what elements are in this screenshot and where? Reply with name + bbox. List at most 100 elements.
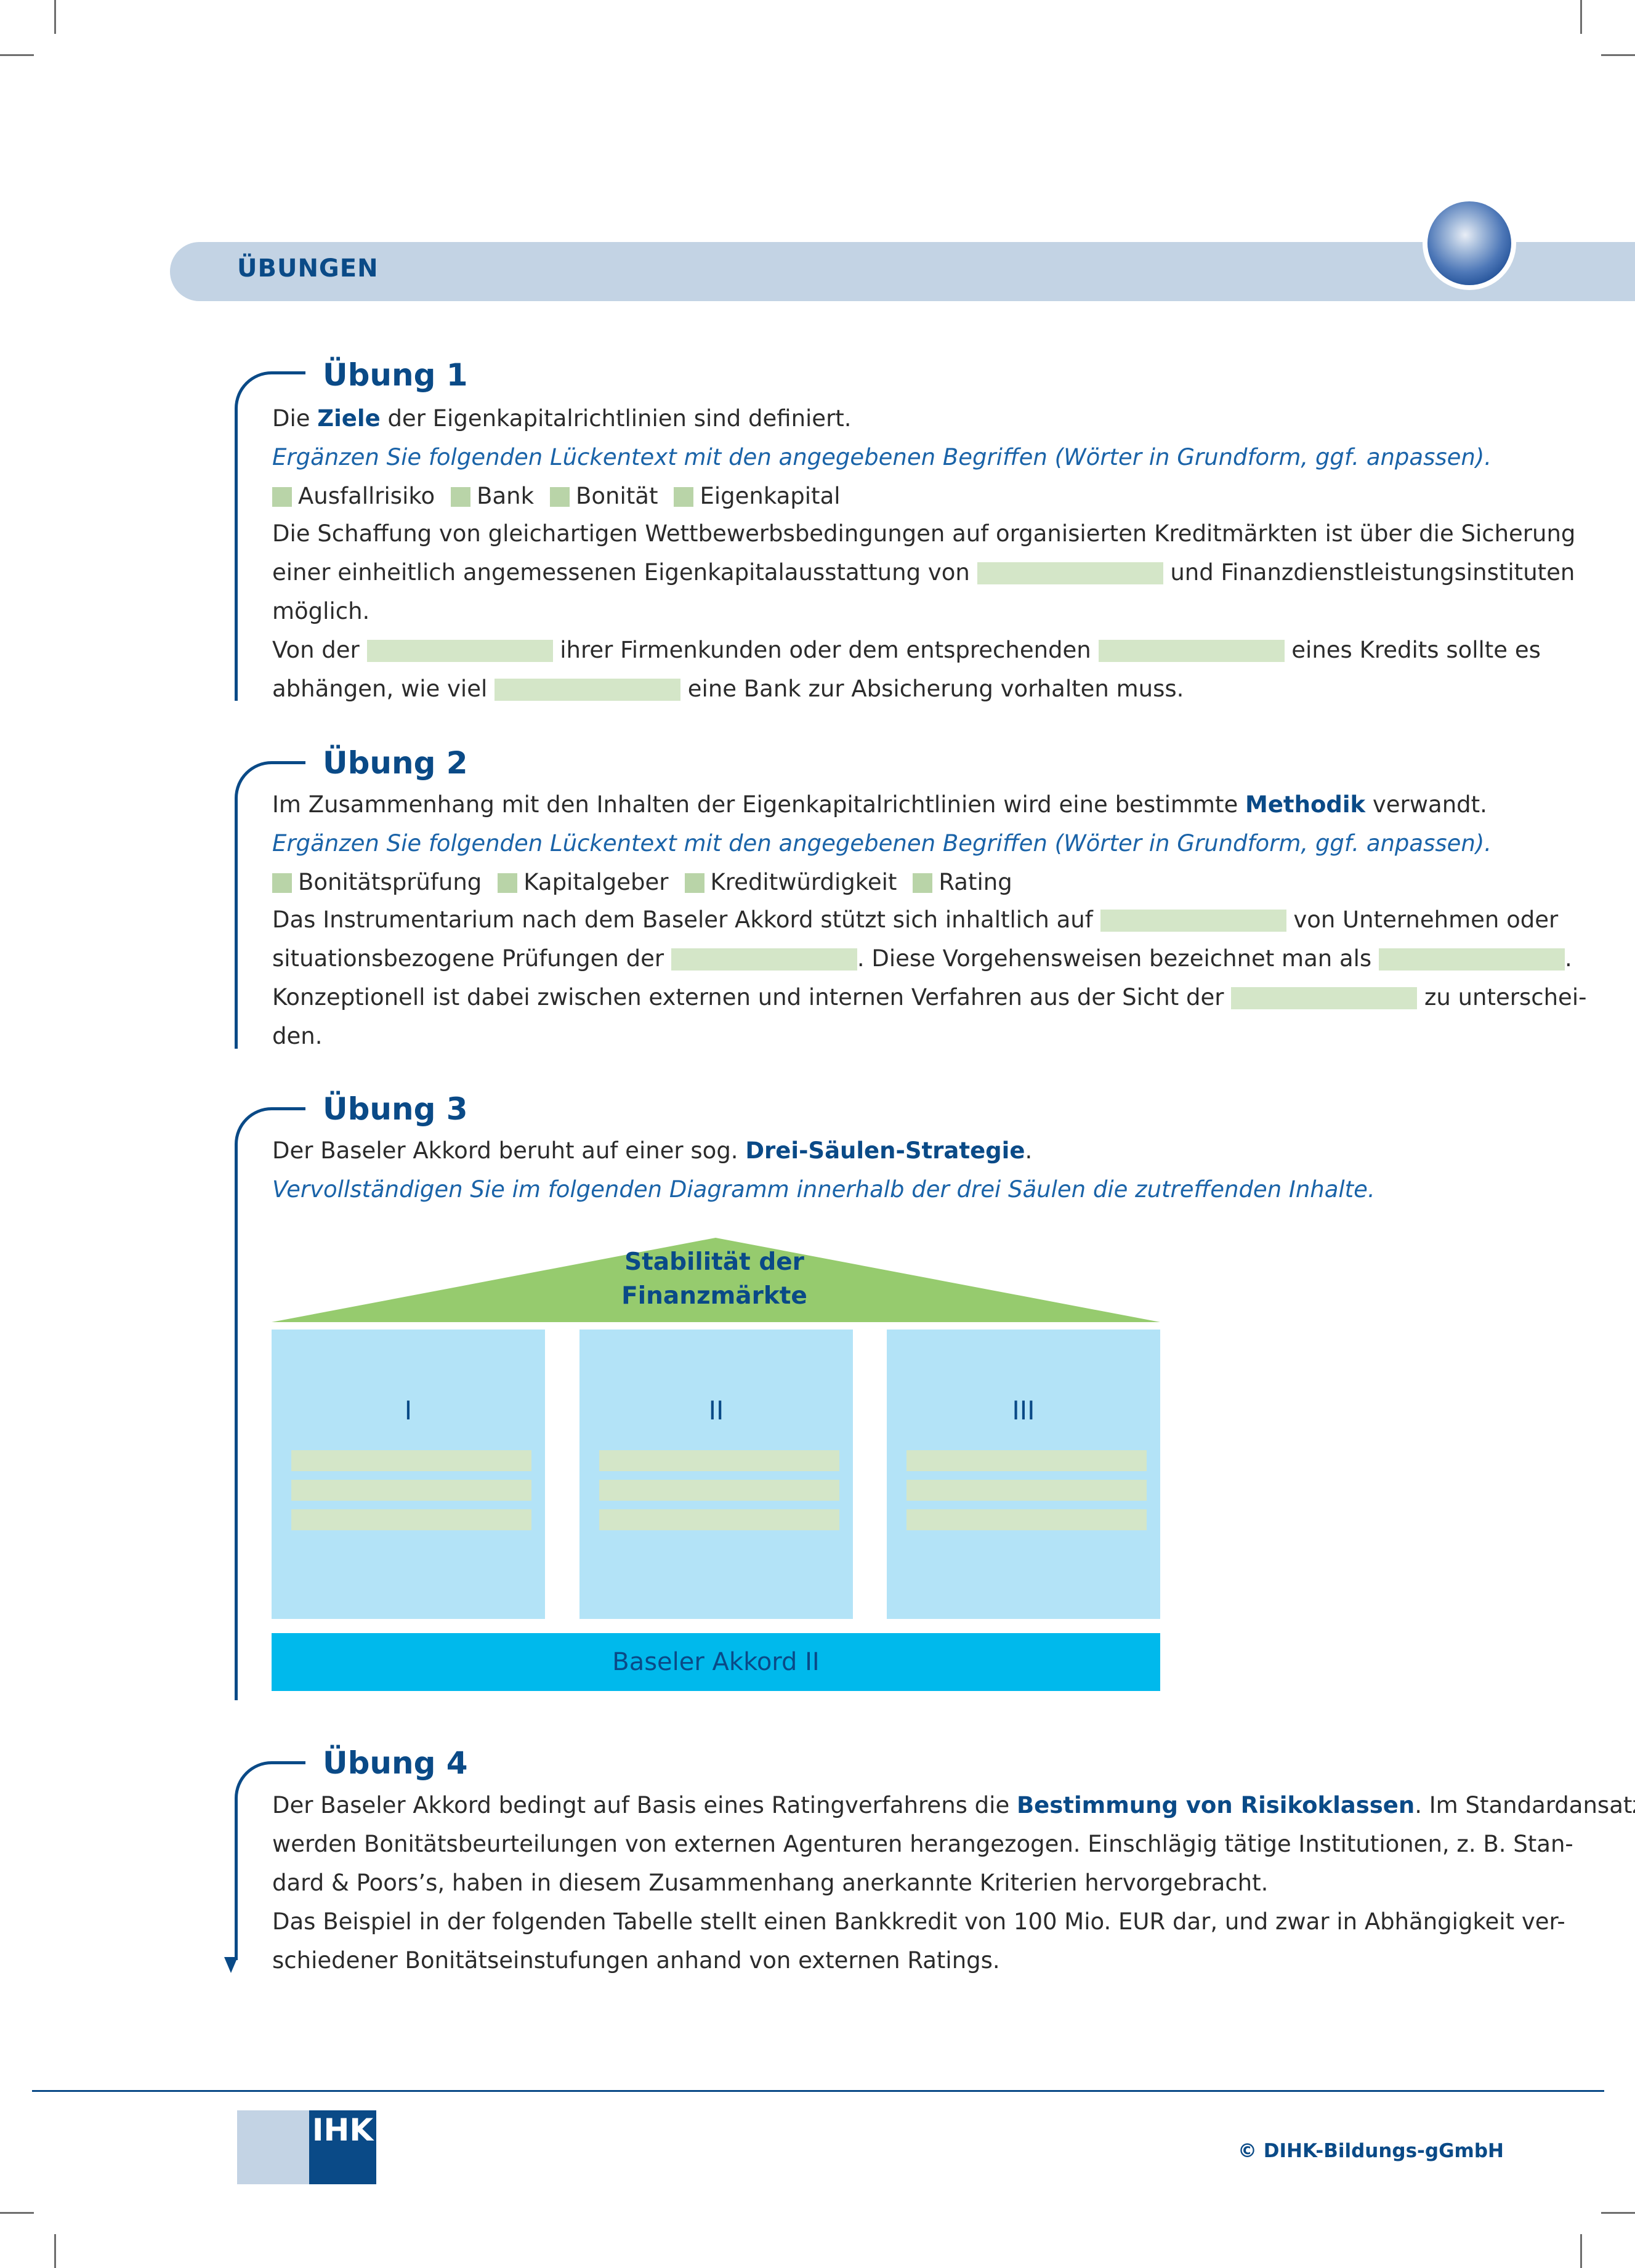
exercise-2-line: situationsbezogene Prüfungen der . Diese… — [272, 939, 1572, 978]
intro-keyword: Bestimmung von Risikoklassen — [1016, 1792, 1415, 1818]
term-chip: Bonitätsprüfung — [272, 869, 482, 895]
section-title: ÜBUNGEN — [237, 254, 379, 283]
ihk-logo-text: IHK — [309, 2110, 376, 2184]
crop-mark — [1601, 54, 1635, 56]
text-fragment: . Im Standardansatz — [1415, 1792, 1635, 1818]
exercise-2-intro: Im Zusammenhang mit den Inhalten der Eig… — [272, 785, 1487, 824]
exercise-4-line: Der Baseler Akkord bedingt auf Basis ein… — [272, 1786, 1635, 1825]
roof-label-line: Stabilität der — [624, 1248, 804, 1276]
text-fragment: abhängen, wie viel — [272, 676, 488, 702]
pillar-base: Baseler Akkord II — [272, 1633, 1160, 1691]
exercise-4-line: dard & Poors’s, haben in diesem Zusammen… — [272, 1870, 1269, 1896]
section-header-band — [170, 242, 1635, 301]
term-chip: Rating — [913, 869, 1012, 895]
intro-keyword: Methodik — [1245, 791, 1366, 818]
blank-field[interactable] — [906, 1480, 1147, 1501]
crop-mark — [0, 2212, 34, 2214]
term-label: Bonität — [576, 483, 658, 509]
text-fragment: und Finanzdienstleistungsinstituten — [1170, 559, 1575, 586]
pillar-1: I — [272, 1330, 545, 1619]
pillar-number: II — [708, 1395, 724, 1426]
blank-field[interactable] — [291, 1480, 531, 1501]
intro-text: Der Baseler Akkord beruht auf einer sog. — [272, 1137, 746, 1164]
exercise-3-intro: Der Baseler Akkord beruht auf einer sog.… — [272, 1131, 1032, 1170]
text-fragment: . Diese Vorgehensweisen bezeichnet man a… — [857, 945, 1372, 972]
term-label: Kreditwürdigkeit — [710, 869, 897, 895]
roof-triangle — [272, 1238, 1160, 1322]
text-fragment: eines Kredits sollte es — [1291, 637, 1541, 663]
term-chip: Kreditwürdigkeit — [684, 869, 897, 895]
text-fragment: . — [1564, 945, 1572, 972]
exercise-4-bracket — [235, 1761, 305, 1960]
exercise-4-line: schiedener Bonitätseinstufungen anhand v… — [272, 1947, 1000, 1974]
term-chip: Eigenkapital — [674, 483, 841, 509]
exercise-2-line: Das Instrumentarium nach dem Baseler Akk… — [272, 900, 1558, 939]
blank-field[interactable] — [1378, 948, 1565, 971]
blank-field[interactable] — [977, 562, 1163, 584]
copyright-notice: © DIHK-Bildungs-gGmbH — [1238, 2140, 1504, 2162]
text-fragment: Der Baseler Akkord bedingt auf Basis ein… — [272, 1792, 1017, 1818]
exercise-2-title: Übung 2 — [323, 745, 468, 781]
pillar-2: II — [579, 1330, 853, 1619]
exercise-1-line: Von der ihrer Firmenkunden oder dem ents… — [272, 631, 1541, 669]
roof-label-line: Finanzmärkte — [621, 1282, 807, 1310]
term-square-icon — [498, 873, 518, 893]
blank-field[interactable] — [671, 948, 857, 971]
term-label: Kapitalgeber — [523, 869, 669, 895]
crop-mark — [0, 54, 34, 56]
blank-field[interactable] — [599, 1509, 839, 1530]
text-fragment: Das Instrumentarium nach dem Baseler Akk… — [272, 906, 1093, 933]
blank-field[interactable] — [1098, 640, 1285, 662]
blank-field[interactable] — [366, 640, 553, 662]
exercise-2-instruction: Ergänzen Sie folgenden Lückentext mit de… — [272, 830, 1492, 857]
exercise-1-title: Übung 1 — [323, 357, 468, 393]
term-chip: Bank — [451, 483, 534, 509]
exercise-3-instruction: Vervollständigen Sie im folgenden Diagra… — [272, 1176, 1375, 1203]
exercise-3-title: Übung 3 — [323, 1091, 468, 1127]
blank-field[interactable] — [599, 1450, 839, 1471]
text-fragment: zu unterschei- — [1424, 984, 1587, 1011]
intro-text: der Eigenkapitalrichtlinien sind definie… — [380, 405, 852, 432]
blank-field[interactable] — [906, 1450, 1147, 1471]
term-square-icon — [451, 487, 471, 507]
term-chip: Bonität — [550, 483, 658, 509]
intro-text: verwandt. — [1365, 791, 1487, 818]
blank-field[interactable] — [906, 1509, 1147, 1530]
term-square-icon — [272, 873, 292, 893]
exercise-1-intro: Die Ziele der Eigenkapitalrichtlinien si… — [272, 399, 852, 438]
intro-text: . — [1025, 1137, 1033, 1164]
pillar-number: III — [1012, 1395, 1035, 1426]
term-label: Rating — [939, 869, 1012, 895]
blank-field[interactable] — [1231, 987, 1418, 1009]
term-chip: Kapitalgeber — [498, 869, 669, 895]
exercise-1-term-list: Ausfallrisiko Bank Bonität Eigenkapital — [272, 477, 857, 515]
exercise-4-line: werden Bonitätsbeurteilungen von externe… — [272, 1831, 1573, 1857]
term-square-icon — [272, 487, 292, 507]
decorative-sphere-icon — [1427, 201, 1511, 285]
text-fragment: Konzeptionell ist dabei zwischen externe… — [272, 984, 1224, 1011]
exercise-1-line: einer einheitlich angemessenen Eigenkapi… — [272, 553, 1575, 592]
term-label: Eigenkapital — [700, 483, 841, 509]
exercise-1-line: abhängen, wie viel eine Bank zur Absiche… — [272, 669, 1184, 708]
exercise-2-line: Konzeptionell ist dabei zwischen externe… — [272, 978, 1586, 1017]
blank-field[interactable] — [599, 1480, 839, 1501]
blank-field[interactable] — [495, 679, 681, 701]
intro-keyword: Drei-Säulen-Strategie — [745, 1137, 1025, 1164]
roof-label: Stabilität der Finanzmärkte — [554, 1245, 874, 1313]
blank-field[interactable] — [291, 1450, 531, 1471]
exercise-1-line: Die Schaffung von gleichartigen Wettbewe… — [272, 520, 1576, 547]
blank-field[interactable] — [1100, 910, 1286, 932]
pillar-3: III — [887, 1330, 1160, 1619]
intro-text: Die — [272, 405, 318, 432]
term-square-icon — [550, 487, 570, 507]
term-label: Ausfallrisiko — [298, 483, 435, 509]
exercise-1-line: möglich. — [272, 598, 370, 624]
crop-mark — [1580, 2234, 1582, 2268]
crop-mark — [54, 2234, 56, 2268]
text-fragment: ihrer Firmenkunden oder dem entsprechend… — [560, 637, 1091, 663]
intro-keyword: Ziele — [317, 405, 381, 432]
exercise-1-instruction: Ergänzen Sie folgenden Lückentext mit de… — [272, 444, 1492, 470]
blank-field[interactable] — [291, 1509, 531, 1530]
exercise-2-bracket — [235, 761, 305, 1049]
